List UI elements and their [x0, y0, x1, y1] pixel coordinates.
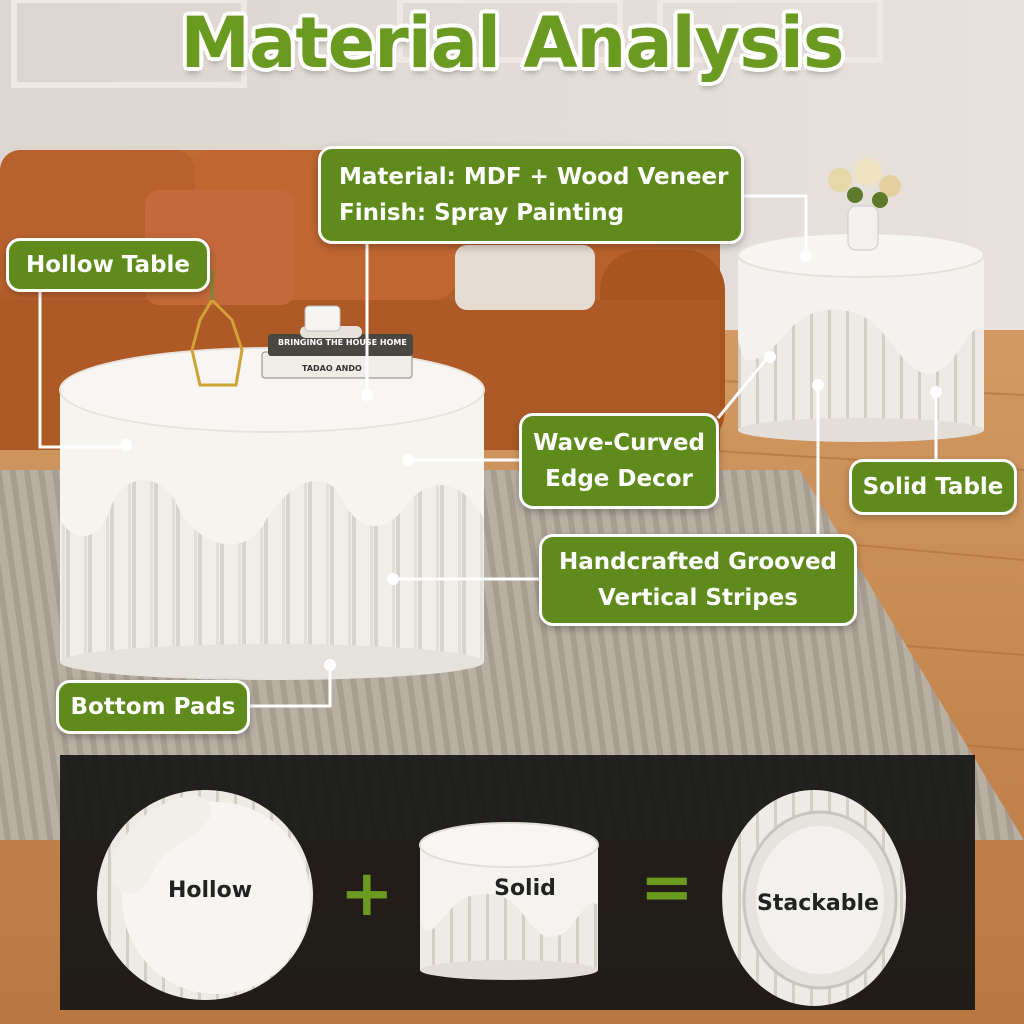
wave-edge-callout-line2: Edge Decor [545, 466, 693, 492]
page-title: Material Analysis [180, 2, 844, 84]
solid-table-thumbnail [419, 822, 599, 980]
wave-edge-right-marker-dot [764, 351, 776, 363]
grooved-stripes-callout-line2: Vertical Stripes [598, 585, 798, 611]
hollow-table-marker-dot [120, 439, 132, 451]
bottom-pads-callout: Bottom Pads [56, 680, 250, 734]
material-callout-line1: Material: MDF + Wood Veneer [339, 164, 729, 190]
bottom-pads-callout-text: Bottom Pads [70, 694, 236, 720]
material-right-marker-dot [800, 250, 812, 262]
hollow-label: Hollow [167, 878, 253, 903]
hollow-table-thumbnail [97, 790, 313, 1000]
grooved-right-marker-dot [812, 379, 824, 391]
solid-label: Solid [494, 876, 556, 901]
grooved-stripes-callout-line1: Handcrafted Grooved [558, 549, 838, 575]
hollow-table-callout-text: Hollow Table [25, 252, 191, 278]
grooved-marker-dot [387, 573, 399, 585]
stackable-thumbnail [722, 790, 906, 1006]
wave-edge-marker-dot [402, 454, 414, 466]
equals-icon: = [640, 851, 694, 925]
hollow-table-callout: Hollow Table [6, 238, 210, 292]
material-callout-line2: Finish: Spray Painting [339, 200, 625, 226]
material-marker-dot [361, 389, 373, 401]
solid-table-marker-dot [930, 386, 942, 398]
wave-edge-callout-line1: Wave-Curved [533, 430, 705, 456]
stackable-label: Stackable [757, 891, 879, 916]
wave-edge-callout: Wave-Curved Edge Decor [519, 413, 719, 509]
solid-table-callout-text: Solid Table [862, 474, 1004, 500]
bottom-pads-marker-dot [324, 659, 336, 671]
plus-icon: + [340, 857, 394, 931]
book-title-top: BRINGING THE HOUSE HOME [278, 338, 407, 347]
material-callout: Material: MDF + Wood Veneer Finish: Spra… [318, 146, 744, 244]
book-title-bottom: TADAO ANDO [302, 364, 362, 373]
solid-table-callout: Solid Table [849, 459, 1017, 515]
grooved-stripes-callout: Handcrafted Grooved Vertical Stripes [539, 534, 857, 626]
